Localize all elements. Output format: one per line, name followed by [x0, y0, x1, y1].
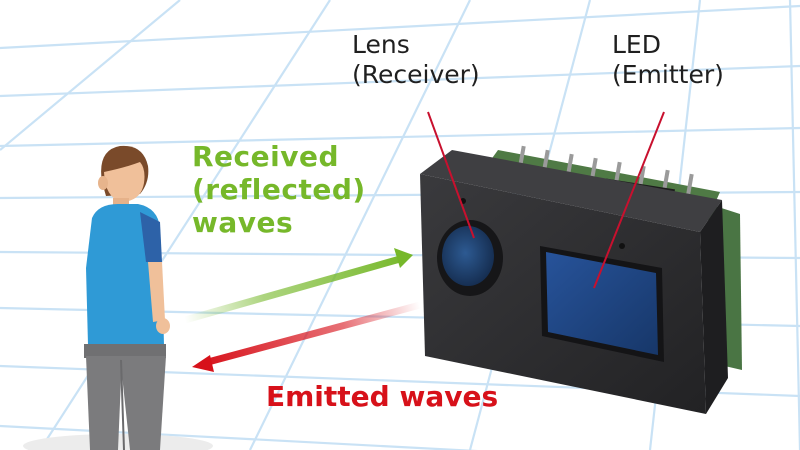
received-label-line: (reflected)	[192, 173, 366, 207]
lens-label-line: (Receiver)	[352, 59, 480, 89]
emitted-wave-arrow	[192, 301, 424, 372]
received-wave-arrow	[181, 248, 413, 324]
leader-lines	[427, 111, 665, 289]
person-illustration	[23, 145, 213, 450]
led-emitter-label: LED (Emitter)	[612, 30, 724, 89]
received-label-line: waves	[192, 206, 294, 240]
lens-label-line: Lens	[352, 30, 410, 59]
led-label-line: (Emitter)	[612, 59, 724, 89]
emitted-waves-label: Emitted waves	[266, 380, 499, 413]
lens-receiver-label: Lens (Receiver)	[352, 30, 480, 89]
sensor-device	[420, 145, 742, 414]
received-label-line: Received	[192, 140, 340, 173]
received-waves-label: Received (reflected) waves	[192, 140, 366, 239]
led-label-line: LED	[612, 30, 661, 59]
